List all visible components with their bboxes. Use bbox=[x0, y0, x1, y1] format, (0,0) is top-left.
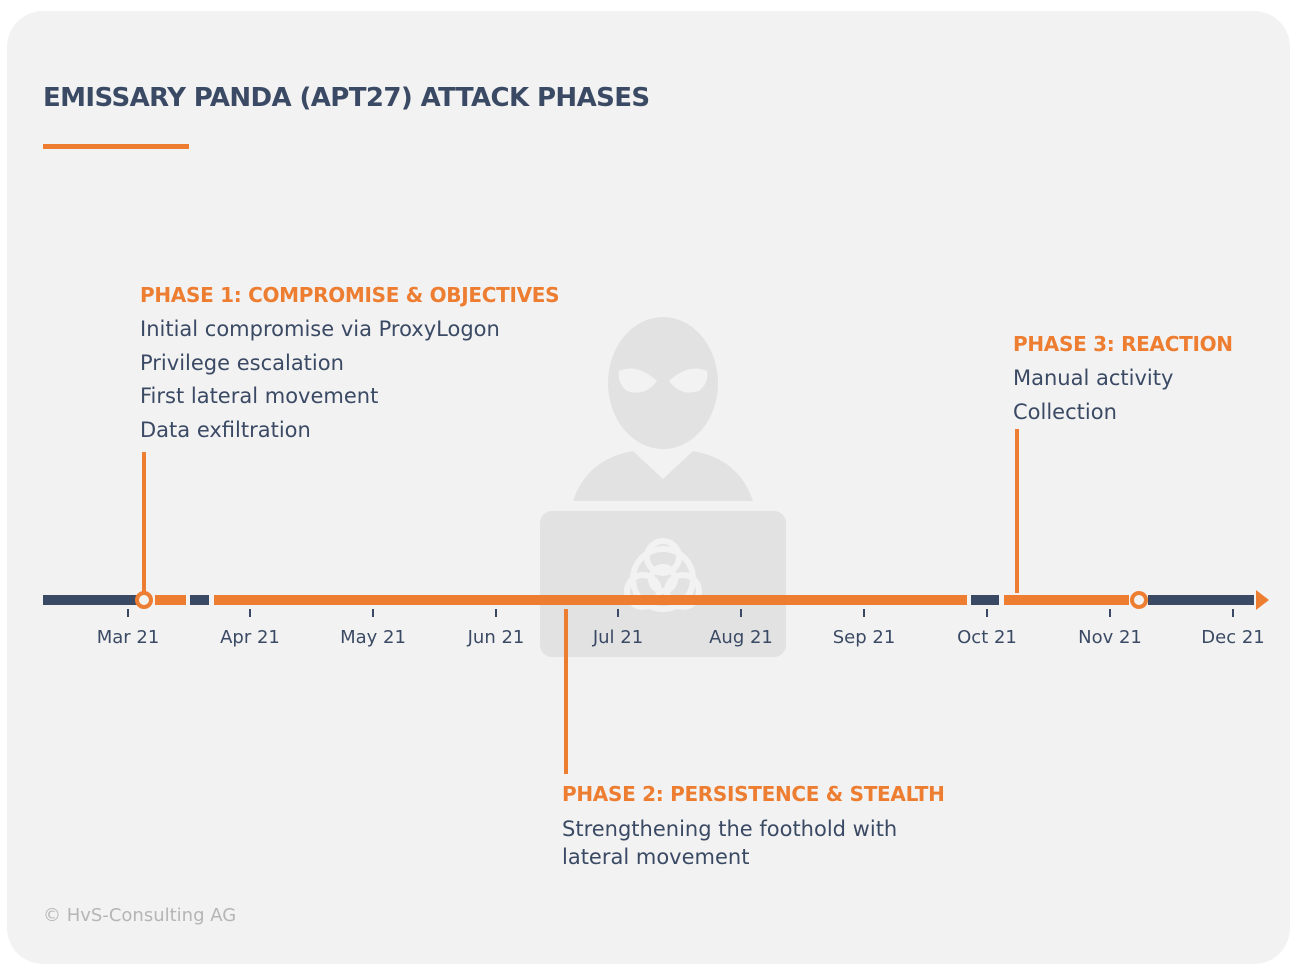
hacker-shoulders-shape bbox=[573, 451, 753, 501]
hacker-head-shape bbox=[608, 317, 718, 449]
slide-card: EMISSARY PANDA (APT27) ATTACK PHASES Mar… bbox=[7, 11, 1290, 964]
copyright-notice: © HvS-Consulting AG bbox=[43, 905, 237, 926]
phase-1-item: First lateral movement bbox=[140, 384, 379, 408]
month-label: Apr 21 bbox=[220, 627, 280, 648]
month-label: Sep 21 bbox=[832, 627, 896, 648]
month-label: Jul 21 bbox=[592, 627, 644, 648]
phase-2-description: Strengthening the foothold with lateral … bbox=[562, 815, 897, 871]
month-label: Nov 21 bbox=[1078, 627, 1142, 648]
phase-3-title: PHASE 3: REACTION bbox=[1013, 332, 1233, 356]
phase-3-item: Manual activity bbox=[1013, 366, 1174, 390]
biohazard-icon bbox=[624, 538, 702, 612]
timeline-arrow-icon bbox=[1256, 590, 1269, 610]
phase-1-description: Initial compromise via ProxyLogon Privil… bbox=[140, 313, 500, 447]
phase-1-title: PHASE 1: COMPROMISE & OBJECTIVES bbox=[140, 283, 560, 307]
month-label: Jun 21 bbox=[467, 627, 525, 648]
month-label: Aug 21 bbox=[709, 627, 773, 648]
phase-3-item: Collection bbox=[1013, 399, 1117, 424]
month-label: May 21 bbox=[340, 627, 406, 648]
mask-right-eye-shape bbox=[669, 368, 708, 393]
hacker-with-biohazard-laptop-icon bbox=[540, 317, 786, 657]
month-label: Dec 21 bbox=[1201, 627, 1265, 648]
mask-left-eye-shape bbox=[618, 368, 657, 393]
month-label: Mar 21 bbox=[96, 627, 160, 648]
phase-1-item: Privilege escalation bbox=[140, 350, 344, 375]
phase-2-item: lateral movement bbox=[562, 845, 750, 869]
phase-1-marker bbox=[135, 591, 153, 609]
phase-2-item: Strengthening the foothold with bbox=[562, 817, 898, 841]
timeline bbox=[43, 429, 1269, 774]
phase-3-description: Manual activity Collection bbox=[1013, 362, 1173, 429]
phase-2-title: PHASE 2: PERSISTENCE & STEALTH bbox=[562, 782, 945, 806]
page-title: EMISSARY PANDA (APT27) ATTACK PHASES bbox=[43, 83, 650, 113]
month-label: Oct 21 bbox=[957, 627, 1017, 648]
phase-1-item: Data exfiltration bbox=[140, 417, 311, 442]
phase-3-end-marker bbox=[1130, 591, 1148, 609]
laptop-shape bbox=[540, 511, 786, 657]
phase-1-item: Initial compromise via ProxyLogon bbox=[140, 317, 500, 341]
title-underline bbox=[43, 144, 189, 149]
